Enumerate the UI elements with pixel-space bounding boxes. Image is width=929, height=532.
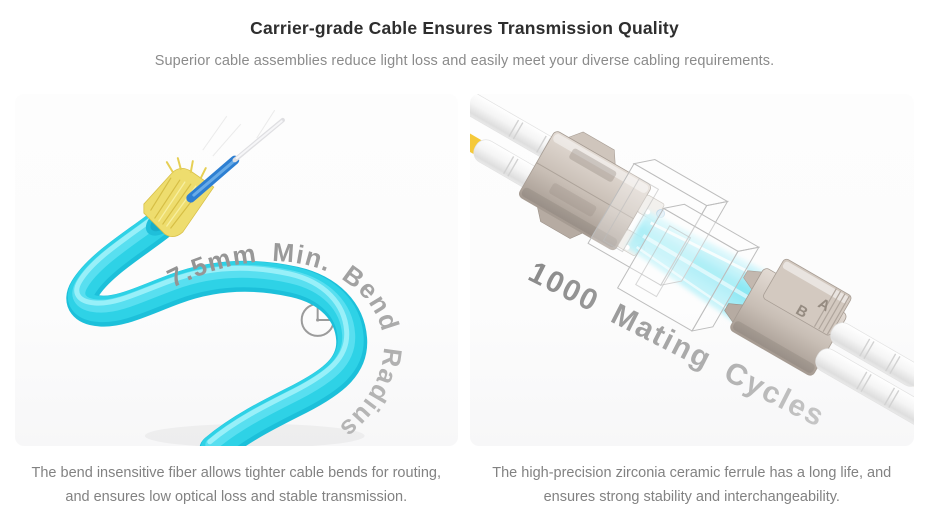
buffer-tube xyxy=(186,155,240,203)
mating-cycles-caption: The high-precision zirconia ceramic ferr… xyxy=(470,461,915,509)
mating-cycles-illustration: B A xyxy=(469,94,914,434)
caption-line: The bend insensitive fiber allows tighte… xyxy=(31,465,441,481)
bend-radius-caption: The bend insensitive fiber allows tighte… xyxy=(15,461,458,509)
right-lc-connector: B A xyxy=(723,258,851,376)
mating-cycles-panel: B A xyxy=(469,94,914,446)
wireframe-adapter xyxy=(586,159,760,332)
section-header: Carrier-grade Cable Ensures Transmission… xyxy=(0,0,929,69)
stripped-cable-end xyxy=(143,109,285,237)
bend-radius-panel: 7.5mm Min. Bend Radius xyxy=(15,94,458,446)
section-title: Carrier-grade Cable Ensures Transmission… xyxy=(250,18,679,38)
boot-grooves xyxy=(855,338,901,408)
caption-line: ensures strong stability and interchange… xyxy=(543,489,840,505)
feature-panels: 7.5mm Min. Bend Radius xyxy=(0,94,929,446)
feature-captions: The bend insensitive fiber allows tighte… xyxy=(0,461,929,509)
section-subtitle: Superior cable assemblies reduce light l… xyxy=(154,53,775,69)
loose-strands xyxy=(202,109,276,157)
exit-cables xyxy=(814,322,914,430)
caption-line: and ensures low optical loss and stable … xyxy=(65,489,408,505)
clip-grooves xyxy=(813,288,850,335)
aramid-yarn xyxy=(143,157,217,237)
duplex-clip xyxy=(762,258,851,336)
caption-line: The high-precision zirconia ceramic ferr… xyxy=(492,465,892,481)
bare-fiber xyxy=(232,117,285,163)
connector-assembly: B A xyxy=(469,94,914,430)
bend-radius-illustration: 7.5mm Min. Bend Radius xyxy=(15,109,407,446)
light-beam xyxy=(624,209,777,330)
